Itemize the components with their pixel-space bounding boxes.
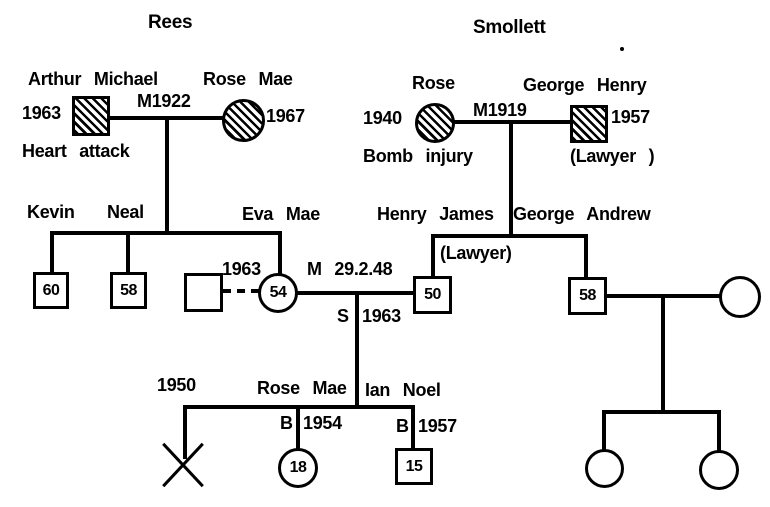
george-andrew-name: George Andrew [513, 204, 651, 224]
family-title-smollett: Smollett [473, 17, 546, 38]
smollett-father-name: George Henry [523, 75, 647, 95]
george-descent-line [661, 294, 665, 414]
smollett-sibling-line [431, 234, 588, 238]
neal-age: 58 [120, 281, 137, 299]
rose-mae-jr-birth-code: B [280, 413, 293, 433]
rees-father-name: Arthur Michael [28, 69, 158, 89]
marriage-date-label: M 29.2.48 [307, 259, 393, 279]
male-icon [184, 273, 223, 312]
smollett-father-death-year: 1957 [611, 107, 650, 127]
deceased-male-icon [72, 96, 110, 136]
female-icon [699, 450, 739, 490]
ian-birth-code: B [396, 416, 409, 436]
rose-mae-jr-age: 18 [289, 459, 307, 476]
deceased-female-icon [222, 99, 265, 142]
smollett-mother-name: Rose [412, 73, 455, 93]
separation-year: 1963 [362, 306, 401, 326]
family-title-rees: Rees [148, 12, 193, 33]
female-icon [585, 449, 624, 488]
rees-sibling-line [50, 231, 282, 235]
rose-mae-jr-drop-line [296, 405, 300, 450]
speck-mark [620, 47, 624, 51]
smollett-marriage-label: M1919 [473, 100, 527, 120]
male-icon: 50 [413, 276, 452, 314]
left-granddaughter-drop-line [602, 410, 606, 450]
ian-birth-year: 1957 [418, 416, 457, 436]
female-icon [719, 276, 761, 318]
eva-henry-marriage-line [296, 291, 413, 295]
rose-mae-jr-name: Rose Mae [257, 378, 347, 398]
rees-father-death-year: 1963 [22, 103, 61, 123]
eva-drop-line [278, 231, 282, 275]
informal-union-dashed-line [223, 289, 259, 293]
eva-first-union-year: 1963 [222, 259, 261, 279]
male-icon: 15 [395, 448, 433, 485]
smollett-descent-line [509, 122, 513, 238]
male-icon: 60 [33, 272, 69, 309]
separation-code: S [337, 306, 349, 326]
lost-child-drop-line [183, 405, 187, 459]
eva-age: 54 [269, 284, 287, 301]
deceased-cross-icon [160, 442, 206, 488]
deceased-female-icon [415, 103, 455, 143]
male-icon: 58 [568, 277, 607, 315]
male-icon: 58 [110, 272, 147, 309]
rees-mother-name: Rose Mae [203, 69, 293, 89]
henry-james-name: Henry James [377, 204, 494, 224]
rees-mother-death-year: 1967 [266, 106, 305, 126]
kevin-drop-line [50, 231, 54, 274]
henry-james-occupation: (Lawyer) [440, 243, 512, 263]
kevin-name: Kevin [27, 202, 75, 222]
rees-father-cause-of-death: Heart attack [22, 141, 130, 161]
smollett-father-occupation: (Lawyer ) [570, 146, 655, 166]
smollett-mother-cause-of-death: Bomb injury [363, 146, 473, 166]
smollett-mother-death-year: 1940 [363, 108, 402, 128]
deceased-male-icon [570, 105, 608, 143]
lost-child-year: 1950 [157, 375, 196, 395]
george-age: 58 [579, 287, 596, 304]
rees-descent-line [165, 118, 169, 235]
female-icon: 54 [258, 273, 298, 313]
henry-age: 50 [424, 286, 441, 303]
right-granddaughter-drop-line [717, 410, 721, 452]
ian-age: 15 [405, 457, 423, 475]
neal-name: Neal [107, 202, 144, 222]
female-icon: 18 [278, 448, 318, 488]
george-drop-line [584, 234, 588, 279]
eva-mae-name: Eva Mae [242, 204, 320, 224]
ian-noel-name: Ian Noel [365, 380, 441, 400]
henry-drop-line [431, 234, 435, 278]
gen3-right-sibling-line [602, 410, 721, 414]
eva-henry-descent-line [355, 291, 359, 409]
kevin-age: 60 [42, 281, 60, 299]
ian-drop-line [411, 405, 415, 450]
rose-mae-jr-birth-year: 1954 [303, 413, 342, 433]
rees-marriage-label: M1922 [137, 91, 191, 111]
neal-drop-line [126, 231, 130, 274]
